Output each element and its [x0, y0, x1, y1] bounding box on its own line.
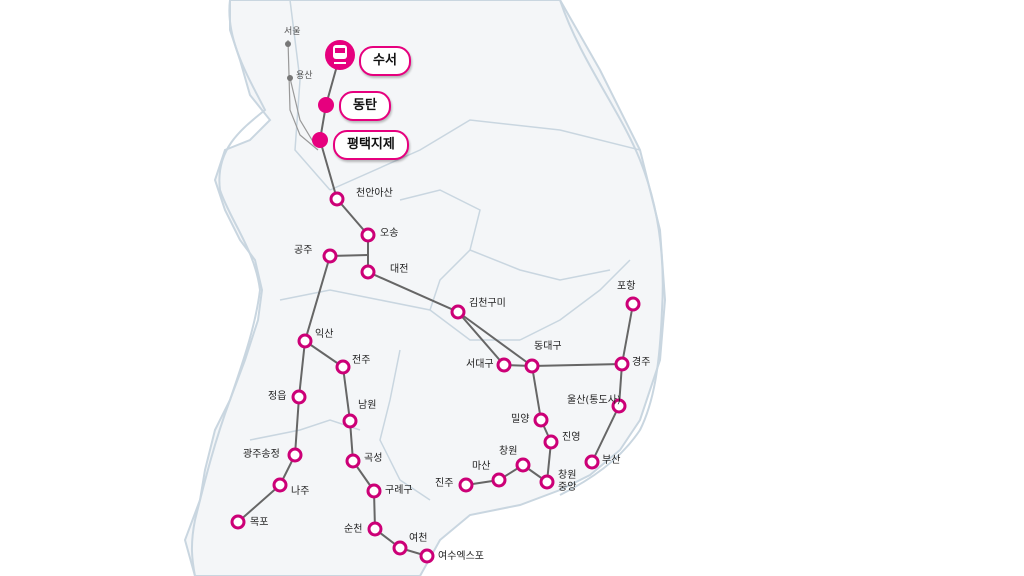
osong-label: 오송: [380, 228, 399, 239]
province-boundaries: [249, 0, 641, 501]
gokseong-label: 곡성: [364, 453, 383, 464]
ulsan-label: 울산(통도사): [567, 395, 621, 406]
station-gimcheon[interactable]: [450, 304, 466, 320]
station-mokpo[interactable]: [230, 514, 246, 530]
station-dongdaegu[interactable]: [524, 358, 540, 374]
busan-label: 부산: [602, 455, 621, 466]
jinyeong-label: 진영: [562, 432, 581, 443]
station-dongtan[interactable]: [318, 97, 334, 113]
suseo-label[interactable]: 수서: [359, 46, 411, 76]
station-yeocheon[interactable]: [392, 540, 408, 556]
cheonan-label: 천안아산: [356, 188, 393, 199]
station-changwon[interactable]: [515, 457, 531, 473]
seodaegu-label: 서대구: [466, 359, 494, 370]
station-jeonju[interactable]: [335, 359, 351, 375]
gongju-label: 공주: [294, 245, 313, 256]
station-namwon[interactable]: [342, 413, 358, 429]
dongtan-label[interactable]: 동탄: [339, 91, 391, 121]
pyeongtaek-label[interactable]: 평택지제: [333, 130, 409, 160]
station-jinju[interactable]: [458, 477, 474, 493]
miryang-label: 밀양: [511, 414, 530, 425]
pohang-label: 포항: [617, 281, 636, 292]
station-gongju[interactable]: [322, 248, 338, 264]
station-osong[interactable]: [360, 227, 376, 243]
station-ulsan[interactable]: [611, 398, 627, 414]
station-guryegu[interactable]: [366, 483, 382, 499]
gwangju-label: 광주송정: [243, 449, 280, 460]
gimcheon-label: 김천구미: [469, 298, 506, 309]
seoul-label: 서울: [284, 27, 301, 37]
train-icon[interactable]: [325, 40, 355, 70]
gyeongju-label: 경주: [632, 357, 651, 368]
station-busan[interactable]: [584, 454, 600, 470]
yeosu-label: 여수엑스포: [438, 551, 484, 562]
korea-landmass: [183, 0, 667, 576]
station-cheonan[interactable]: [329, 191, 345, 207]
station-gyeongju[interactable]: [614, 356, 630, 372]
yongsan-dot: [287, 75, 293, 81]
station-gokseong[interactable]: [345, 453, 361, 469]
station-seodaegu[interactable]: [496, 357, 512, 373]
station-yeosu[interactable]: [419, 548, 435, 564]
station-masan[interactable]: [491, 472, 507, 488]
station-pohang[interactable]: [625, 296, 641, 312]
mokpo-label: 목포: [250, 517, 269, 528]
coastline: [191, 0, 664, 576]
station-naju[interactable]: [272, 477, 288, 493]
station-gwangju[interactable]: [287, 447, 303, 463]
daejeon-label: 대전: [390, 264, 409, 275]
station-daejeon[interactable]: [360, 264, 376, 280]
jinju-label: 진주: [435, 478, 454, 489]
changwon-jungang-label-1: 창원: [558, 470, 577, 481]
naju-label: 나주: [291, 486, 310, 497]
masan-label: 마산: [472, 461, 491, 472]
other-lines: [287, 39, 319, 151]
yeocheon-label: 여천: [409, 533, 428, 544]
stations: [230, 191, 641, 564]
station-changwon-jungang[interactable]: [539, 474, 555, 490]
guryegu-label: 구례구: [385, 485, 413, 496]
jeonju-label: 전주: [352, 355, 371, 366]
station-jeongeup[interactable]: [291, 389, 307, 405]
changwon-jungang-label-2: 중앙: [558, 482, 577, 493]
namwon-label: 남원: [358, 400, 377, 411]
station-suncheon[interactable]: [367, 521, 383, 537]
iksan-label: 익산: [315, 329, 334, 340]
station-iksan[interactable]: [297, 333, 313, 349]
station-miryang[interactable]: [533, 412, 549, 428]
changwon-label: 창원: [499, 446, 518, 457]
suncheon-label: 순천: [344, 524, 363, 535]
station-jinyeong[interactable]: [543, 434, 559, 450]
dongdaegu-label: 동대구: [534, 341, 562, 352]
station-pyeongtaek[interactable]: [312, 132, 328, 148]
seoul-dot: [285, 41, 291, 47]
jeongeup-label: 정읍: [268, 391, 287, 402]
yongsan-label: 용산: [296, 71, 313, 81]
